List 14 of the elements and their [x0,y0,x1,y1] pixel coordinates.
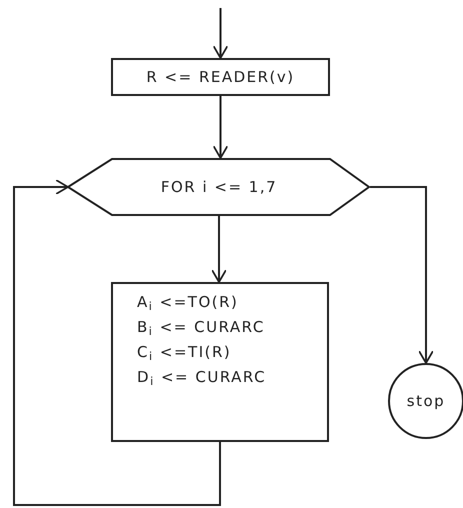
assignment-text: R <= READER(v) [146,66,295,88]
assignment-text: A$_{i}$ <=TO(R) [137,292,238,313]
process-box [111,282,329,442]
flow-arrow [211,216,227,283]
process-box [111,58,330,96]
assignment-text: D$_{i}$ <= CURARC [137,367,266,388]
flow-arrow [212,8,228,59]
terminal-label: stop [406,390,446,412]
flow-arrow [212,96,228,159]
flow-arrow [13,179,221,506]
assignment-text: C$_{i}$ <=TI(R) [137,342,232,363]
flow-arrow [370,186,434,364]
loop-condition: FOR i <= 1,7 [160,176,278,198]
assignment-text: B$_{i}$ <= CURARC [137,317,265,338]
